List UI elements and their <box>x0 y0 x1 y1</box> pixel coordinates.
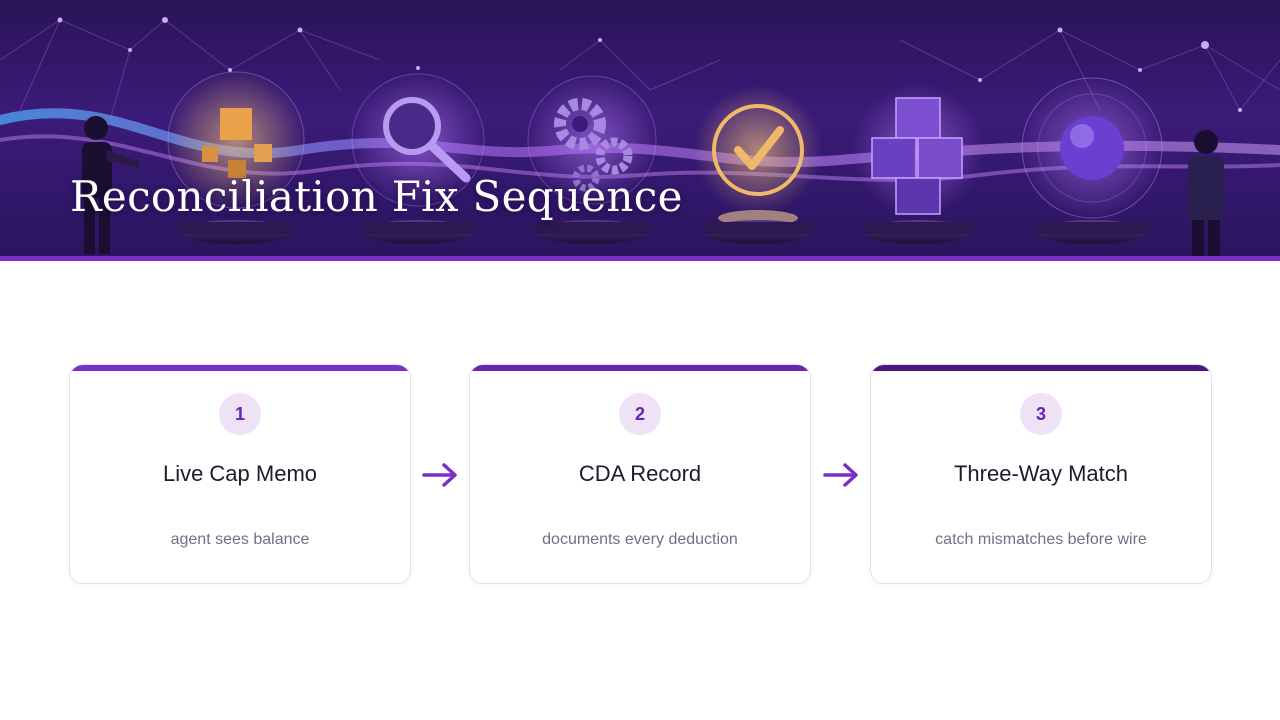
step-card-1: 1 Live Cap Memo agent sees balance <box>69 364 411 584</box>
step-title: Live Cap Memo <box>162 461 318 486</box>
step-card-accent-bar <box>70 365 410 371</box>
step-number-badge: 2 <box>619 393 661 435</box>
arrow-right-icon <box>823 463 858 487</box>
step-card-2: 2 CDA Record documents every deduction <box>469 364 811 584</box>
banner-illustration <box>0 17 1280 256</box>
cubes-icon <box>166 70 306 244</box>
page-title: Reconciliation Fix Sequence <box>70 172 683 221</box>
step-card-accent-bar <box>470 365 810 371</box>
step-description: documents every deduction <box>542 531 738 548</box>
step-card-3: 3 Three-Way Match catch mismatches befor… <box>870 364 1212 584</box>
checkmark-icon <box>694 86 822 244</box>
step-number-badge: 1 <box>219 393 261 435</box>
stacked-cubes-icon <box>852 84 984 244</box>
step-number-badge: 3 <box>1020 393 1062 435</box>
header-banner: Reconciliation Fix Sequence <box>0 0 1280 256</box>
step-title: Three-Way Match <box>953 461 1128 486</box>
step-description: agent sees balance <box>170 531 310 548</box>
arrow-right-icon <box>422 463 457 487</box>
orb-icon <box>1020 76 1164 244</box>
magnifier-icon <box>350 72 486 244</box>
person-right-illustration <box>1188 130 1224 256</box>
step-title: CDA Record <box>578 461 702 486</box>
gears-icon <box>526 74 658 244</box>
banner-divider <box>0 256 1280 261</box>
network-nodes <box>57 17 1242 112</box>
person-left-illustration <box>82 116 140 254</box>
step-description: catch mismatches before wire <box>935 531 1147 548</box>
step-card-accent-bar <box>871 365 1211 371</box>
